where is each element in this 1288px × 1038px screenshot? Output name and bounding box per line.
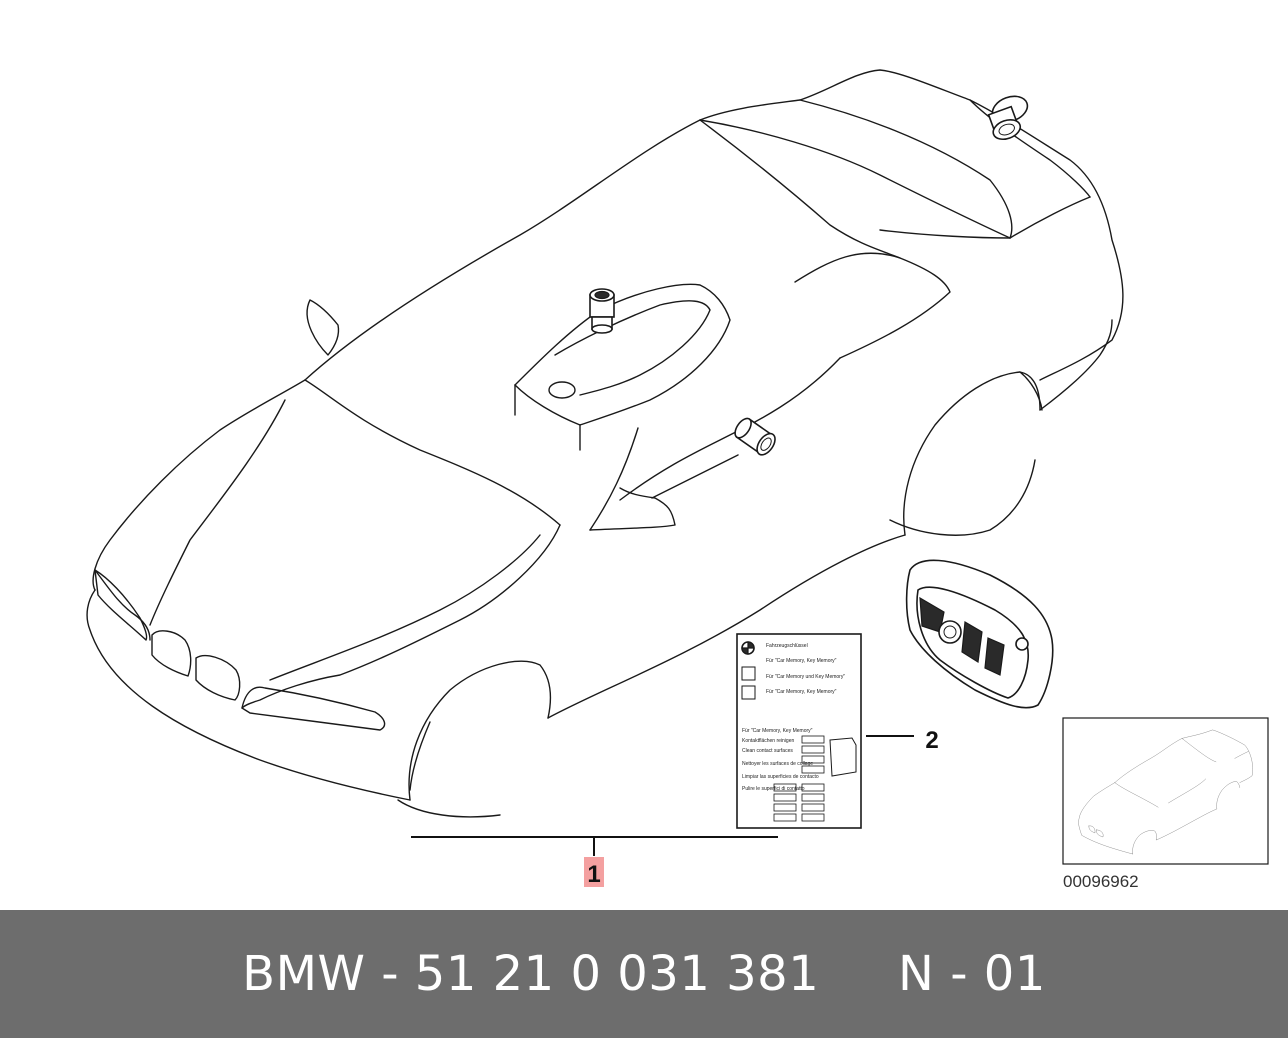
label-card-text: Für "Car Memory, Key Memory" [766,658,837,664]
svg-text:2: 2 [925,727,938,754]
label-card-text: Für "Car Memory und Key Memory" [766,674,845,680]
label-card-text: Clean contact surfaces [742,748,793,754]
label-card-text: Limpiar las superficies de contacto [742,774,819,780]
label-card-text: Nettoyer les surfaces de collage [742,761,813,767]
svg-text:1: 1 [587,861,600,888]
label-card-text: Für "Car Memory, Key Memory" [742,728,813,734]
console-recess [514,283,731,451]
illustration-code: 00096962 [1063,872,1139,891]
part-number-caption: BMW - 51 21 0 031 381 N - 01 [242,946,1046,1002]
label-card-text: Für "Car Memory, Key Memory" [766,689,837,695]
callout-leaders [411,735,914,856]
label-card-text: Kontaktflächen reinigen [742,738,794,744]
callout-2[interactable]: 2 [925,727,938,754]
label-card-text: Pulire le superfici di contatto [742,786,805,792]
key-fob-icon [905,559,1054,709]
label-card-text: Fahrzeugschlüssel [766,643,808,649]
car-outline [86,69,1124,818]
thumbnail-inset [1062,717,1269,865]
lock-cylinder-icon [589,95,1029,499]
callout-1[interactable]: 1 [584,857,604,888]
footer-bar: BMW - 51 21 0 031 381 N - 01 [0,910,1288,1038]
